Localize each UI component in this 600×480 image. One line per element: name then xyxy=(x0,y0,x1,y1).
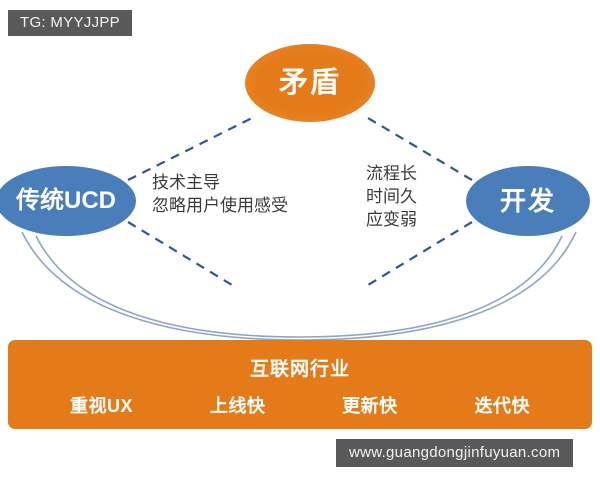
annotation-left-text: 技术主导 忽略用户使用感受 xyxy=(152,173,288,215)
dashed-line-ucd-to-contradiction xyxy=(127,117,253,181)
dashed-line-dev-to-contradiction xyxy=(367,117,473,181)
watermark-bottom-right: www.guangdongjinfuyuan.com xyxy=(336,439,574,467)
curve-dev-to-industry-outer xyxy=(299,231,577,341)
node-traditional-ucd[interactable]: 传统UCD xyxy=(0,166,136,236)
dashed-line-dev-downward xyxy=(367,221,473,286)
industry-trait-item: 迭代快 xyxy=(474,396,530,416)
industry-trait-list: 重视UX 上线快 更新快 迭代快 xyxy=(70,392,530,418)
annotation-right-text: 流程长 时间久 应变弱 xyxy=(366,164,417,229)
industry-bar-title: 互联网行业 xyxy=(249,359,350,380)
node-contradiction[interactable]: 矛盾 xyxy=(245,44,375,122)
watermark-top-left: TG: MYYJJPP xyxy=(8,10,132,36)
curve-dev-to-industry-inner xyxy=(299,235,563,338)
curve-ucd-to-industry-inner xyxy=(35,235,301,338)
dashed-line-ucd-downward xyxy=(127,221,233,286)
industry-trait-item: 上线快 xyxy=(209,396,266,416)
curve-ucd-to-industry-outer xyxy=(21,231,301,341)
industry-bar: 互联网行业 重视UX 上线快 更新快 迭代快 xyxy=(8,340,592,429)
node-development[interactable]: 开发 xyxy=(466,166,590,236)
industry-trait-item: 更新快 xyxy=(342,396,398,416)
industry-trait-item: 重视UX xyxy=(70,396,134,416)
